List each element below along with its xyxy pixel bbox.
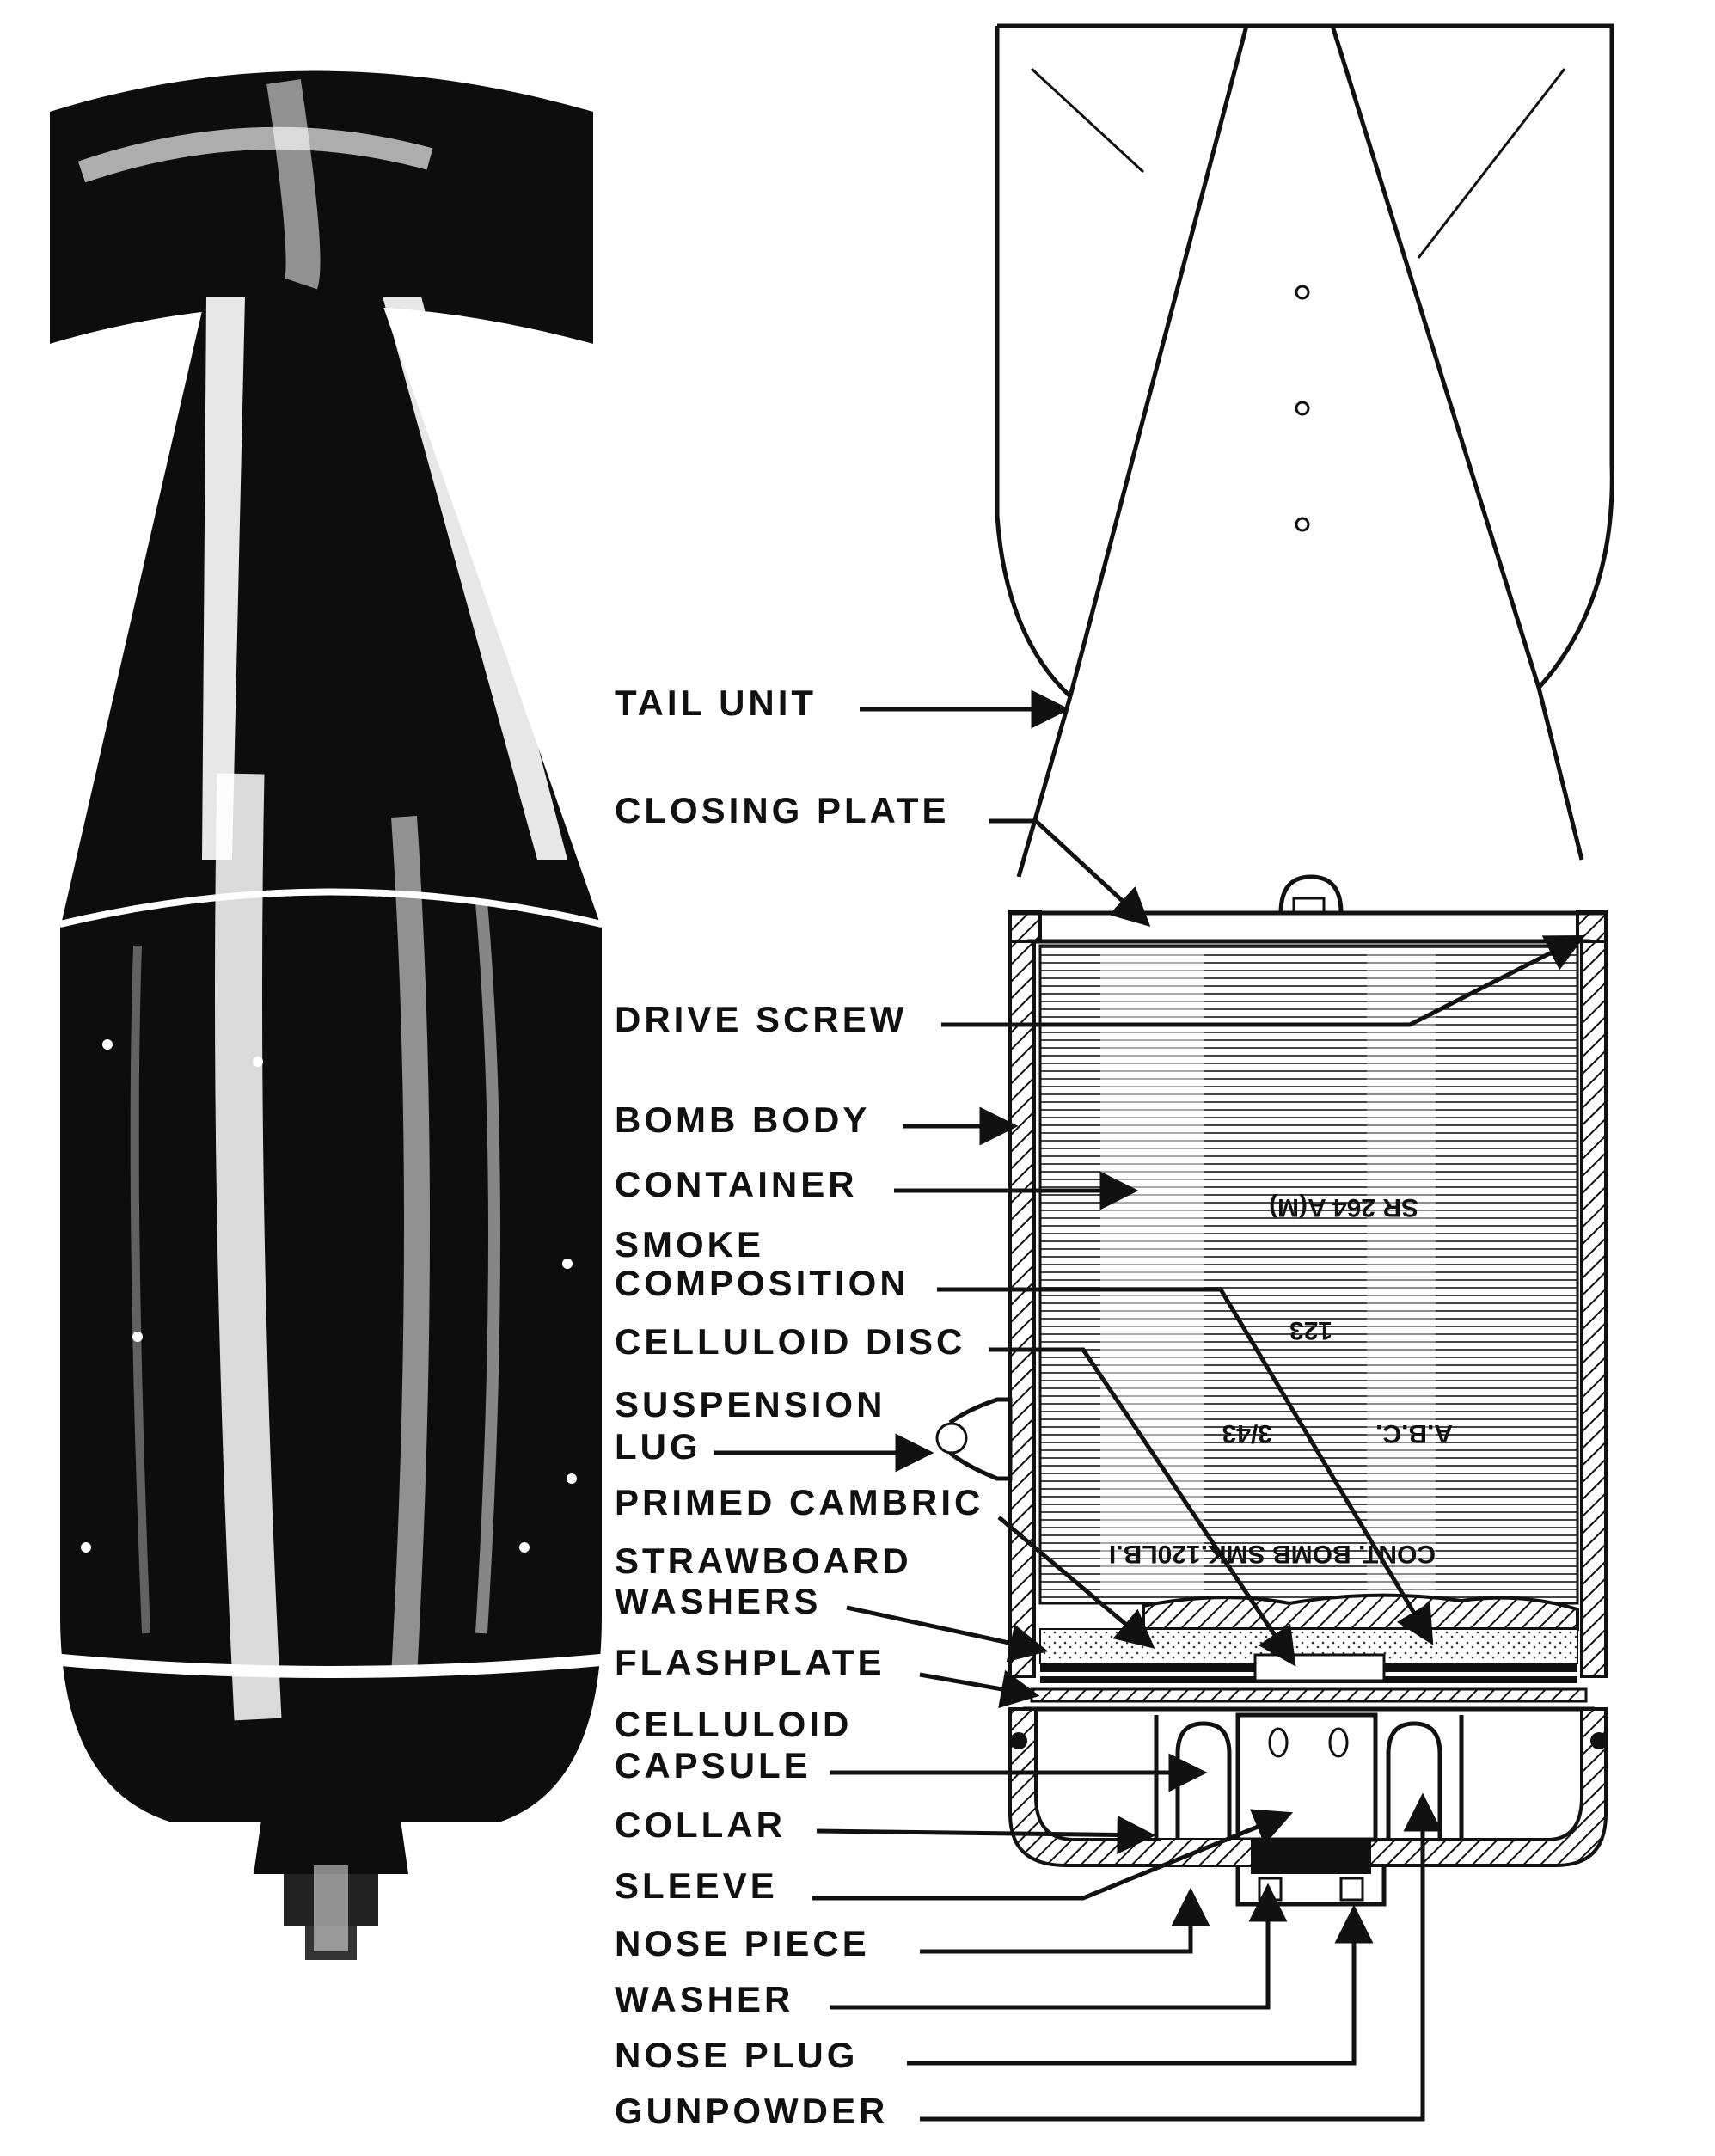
label-tail-unit: TAIL UNIT bbox=[615, 683, 817, 723]
label-nose-plug: NOSE PLUG bbox=[615, 2035, 858, 2075]
label-strawboard-washers-2: WASHERS bbox=[615, 1581, 821, 1621]
label-celluloid-capsule-2: CAPSULE bbox=[615, 1745, 812, 1785]
label-bomb-body: BOMB BODY bbox=[615, 1099, 870, 1140]
label-washer: WASHER bbox=[615, 1979, 793, 2019]
leader-lines bbox=[714, 689, 1586, 2122]
label-suspension-lug-2: LUG bbox=[615, 1426, 701, 1467]
label-container: CONTAINER bbox=[615, 1164, 858, 1204]
label-primed-cambric: PRIMED CAMBRIC bbox=[615, 1482, 983, 1522]
container-marking-3b: 3/43 bbox=[1222, 1419, 1272, 1448]
label-celluloid-capsule-1: CELLULOID bbox=[615, 1704, 852, 1744]
label-collar: COLLAR bbox=[615, 1804, 786, 1845]
part-labels: TAIL UNIT CLOSING PLATE DRIVE SCREW BOMB… bbox=[615, 683, 983, 2131]
label-smoke-composition-2: COMPOSITION bbox=[615, 1263, 910, 1303]
label-gunpowder: GUNPOWDER bbox=[615, 2091, 888, 2131]
container-marking-3a: A.B.C. bbox=[1375, 1419, 1453, 1448]
label-flashplate: FLASHPLATE bbox=[615, 1642, 885, 1682]
label-closing-plate: CLOSING PLATE bbox=[615, 790, 950, 830]
cutaway-drawing: SR 264 A(M) 123 A.B.C. 3/43 CONT. BOMB S… bbox=[935, 23, 1614, 1907]
label-drive-screw: DRIVE SCREW bbox=[615, 999, 907, 1039]
label-strawboard-washers-1: STRAWBOARD bbox=[615, 1540, 912, 1581]
bomb-photograph bbox=[50, 70, 611, 1960]
label-smoke-composition-1: SMOKE bbox=[615, 1224, 764, 1265]
label-suspension-lug-1: SUSPENSION bbox=[615, 1384, 885, 1424]
label-nose-piece: NOSE PIECE bbox=[615, 1923, 870, 1963]
label-sleeve: SLEEVE bbox=[615, 1865, 778, 1906]
container-marking-1: SR 264 A(M) bbox=[1269, 1193, 1418, 1222]
container-marking-2: 123 bbox=[1289, 1316, 1332, 1344]
label-celluloid-disc: CELLULOID DISC bbox=[615, 1321, 965, 1362]
